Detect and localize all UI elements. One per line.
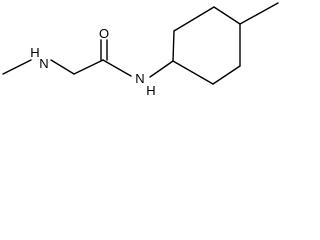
bond-carbonyl-amide-n bbox=[102, 59, 132, 77]
ring-bond-2 bbox=[173, 6, 215, 32]
bond-amide-n-ring bbox=[149, 60, 174, 78]
ring-bond-3 bbox=[213, 6, 241, 25]
ring-bond-5 bbox=[212, 65, 241, 85]
molecule-drawing: H N O N H bbox=[2, 2, 279, 98]
bond-n-ch2 bbox=[50, 59, 75, 75]
ring-bond-6 bbox=[172, 60, 214, 85]
bond-ch2-carbonyl bbox=[73, 59, 104, 75]
carbonyl-o-label: O bbox=[99, 26, 109, 41]
bond-ring-methyl bbox=[239, 2, 279, 25]
ring-bond-1 bbox=[172, 30, 175, 62]
methyl-amine-h-label: H bbox=[30, 45, 39, 60]
methyl-amine-n-label: N bbox=[39, 56, 48, 71]
structure-canvas: H N O N H bbox=[0, 0, 284, 103]
bond-methyl-n bbox=[2, 59, 32, 75]
amide-h-label: H bbox=[146, 83, 155, 98]
amide-n-label: N bbox=[135, 71, 144, 86]
